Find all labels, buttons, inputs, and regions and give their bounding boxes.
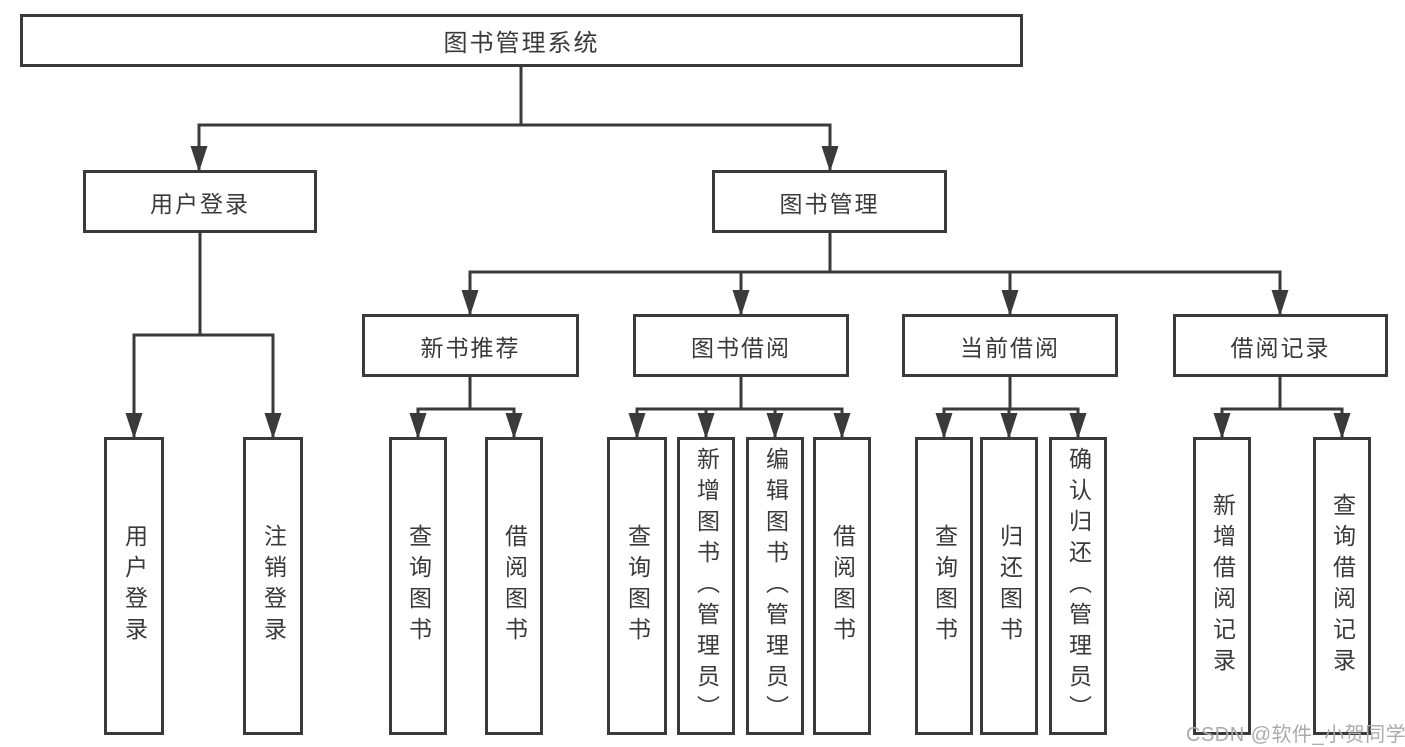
leaf-return-book: 归还图书: [980, 437, 1038, 735]
node-label: 借阅记录: [1230, 334, 1331, 361]
node-label: 用户登录: [121, 524, 148, 648]
node-current-borrow: 当前借阅: [902, 314, 1118, 377]
leaf-borrow-books: 借阅图书: [813, 437, 871, 735]
node-label: 查询图书: [931, 524, 958, 648]
leaf-borrow-books-recommend: 借阅图书: [485, 437, 543, 735]
leaf-confirm-return-admin: 确认归还（管理员）: [1049, 437, 1107, 735]
node-label: 确认归还（管理员）: [1065, 446, 1092, 726]
node-label: 查询图书: [405, 524, 432, 648]
leaf-user-login: 用户登录: [104, 437, 164, 735]
node-label: 借阅图书: [501, 524, 528, 648]
node-label: 新书推荐: [420, 334, 521, 361]
node-label: 用户登录: [150, 190, 250, 217]
node-new-book-recommend: 新书推荐: [362, 314, 579, 377]
leaf-add-book-admin: 新增图书（管理员）: [677, 437, 735, 735]
node-label: 注销登录: [260, 524, 287, 648]
node-label: 当前借阅: [960, 334, 1060, 361]
leaf-edit-book-admin: 编辑图书（管理员）: [746, 437, 804, 735]
node-label: 图书管理: [779, 190, 880, 217]
node-label: 查询借阅记录: [1329, 493, 1356, 679]
leaf-query-books-recommend: 查询图书: [389, 437, 447, 735]
node-user-login-branch: 用户登录: [83, 170, 317, 233]
node-borrow-records: 借阅记录: [1173, 314, 1388, 377]
node-book-borrow: 图书借阅: [633, 314, 849, 377]
leaf-query-borrow-record: 查询借阅记录: [1313, 437, 1371, 735]
node-label: 图书管理系统: [443, 30, 600, 57]
node-label: 新增图书（管理员）: [693, 446, 720, 726]
leaf-query-books-current: 查询图书: [915, 437, 973, 735]
leaf-query-books-borrow: 查询图书: [607, 437, 667, 735]
node-label: 图书借阅: [691, 334, 791, 361]
node-book-management: 图书管理: [712, 170, 947, 233]
leaf-logout: 注销登录: [243, 437, 303, 735]
node-label: 归还图书: [996, 524, 1023, 648]
csdn-watermark: CSDN @软件_小贺同学: [1186, 724, 1405, 746]
node-root: 图书管理系统: [20, 14, 1023, 67]
leaf-add-borrow-record: 新增借阅记录: [1193, 437, 1251, 735]
node-label: 借阅图书: [829, 524, 856, 648]
node-label: 编辑图书（管理员）: [762, 446, 789, 726]
node-label: 新增借阅记录: [1209, 493, 1236, 679]
node-label: 查询图书: [624, 524, 651, 648]
